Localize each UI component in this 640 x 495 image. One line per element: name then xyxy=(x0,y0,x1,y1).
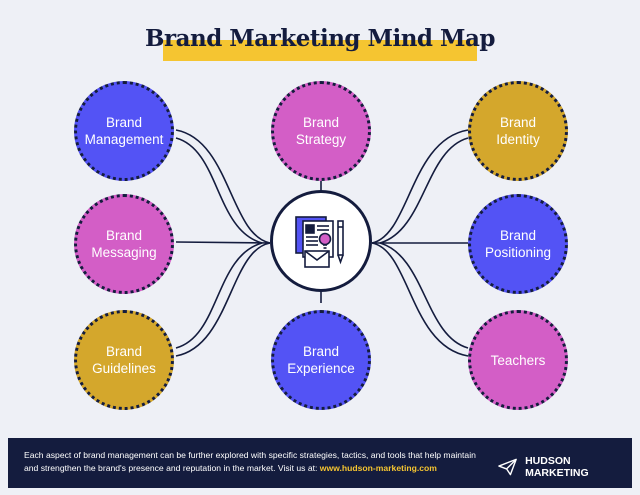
connector-teachers xyxy=(371,242,469,357)
brand-name: HUDSON MARKETING xyxy=(525,455,589,479)
footer-banner: Each aspect of brand management can be f… xyxy=(8,438,632,488)
footer-description: Each aspect of brand management can be f… xyxy=(24,450,476,473)
center-hub xyxy=(270,190,372,292)
connector-identity-2 xyxy=(379,137,469,244)
connector-guidelines-2 xyxy=(175,242,263,349)
connector-management-2 xyxy=(175,137,263,244)
brand-logo: HUDSON MARKETING xyxy=(498,455,632,479)
paper-plane-icon xyxy=(498,458,517,476)
connector-management xyxy=(175,129,271,244)
connector-teachers-2 xyxy=(379,242,469,349)
page-title: Brand Marketing Mind Map xyxy=(145,25,495,52)
node-teachers: Teachers xyxy=(468,310,568,410)
website-link[interactable]: www.hudson-marketing.com xyxy=(319,463,437,473)
title-highlight xyxy=(163,40,477,61)
connector-identity xyxy=(371,129,469,244)
connector-guidelines xyxy=(175,242,271,357)
marketing-documents-icon xyxy=(295,216,344,268)
node-brand-identity: Brand Identity xyxy=(468,81,568,181)
connector-messaging xyxy=(175,241,271,244)
title-area: Brand Marketing Mind Map xyxy=(0,22,640,72)
